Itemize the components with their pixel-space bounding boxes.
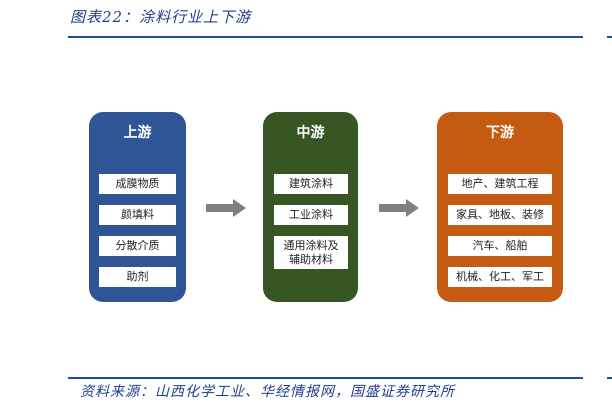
bottom-rule [68, 377, 583, 379]
downstream-item: 机械、化工、军工 [448, 267, 552, 287]
downstream-item: 地产、建筑工程 [448, 174, 552, 194]
downstream-item: 家具、地板、装修 [448, 205, 552, 225]
upstream-item: 成膜物质 [99, 174, 176, 194]
upstream-title: 上游 [123, 125, 152, 141]
midstream-stage: 中游 建筑涂料 工业涂料 通用涂料及 辅助材料 [263, 112, 358, 302]
upstream-item: 助剂 [99, 267, 176, 287]
downstream-stage: 下游 地产、建筑工程 家具、地板、装修 汽车、船舶 机械、化工、军工 [437, 112, 563, 302]
upstream-item: 颜填料 [99, 205, 176, 225]
right-arrow-icon [206, 199, 246, 217]
midstream-title: 中游 [296, 125, 325, 141]
downstream-title: 下游 [486, 125, 514, 141]
top-rule-right-segment [607, 36, 612, 38]
top-rule [68, 36, 583, 38]
midstream-item: 建筑涂料 [274, 174, 348, 194]
figure-title: 图表22：涂料行业上下游 [70, 8, 252, 26]
bottom-rule-right-segment [607, 377, 612, 379]
source-note: 资料来源：山西化学工业、华经情报网，国盛证券研究所 [80, 384, 455, 400]
midstream-item: 通用涂料及 辅助材料 [274, 236, 348, 269]
upstream-stage: 上游 成膜物质 颜填料 分散介质 助剂 [89, 112, 186, 302]
downstream-item: 汽车、船舶 [448, 236, 552, 256]
upstream-item: 分散介质 [99, 236, 176, 256]
midstream-item: 工业涂料 [274, 205, 348, 225]
right-arrow-icon [379, 199, 419, 217]
